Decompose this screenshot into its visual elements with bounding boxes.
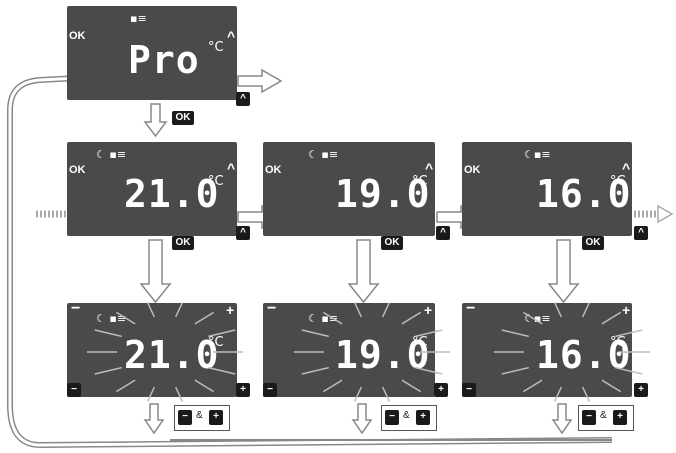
display-eco-edit: 19.0: [335, 333, 431, 377]
plus-button-icon: +: [613, 410, 627, 425]
arrow-down-bottom-3: [551, 403, 573, 435]
comfort-icon: ☾ ▪≡: [96, 312, 127, 325]
unit-celsius: °C: [412, 335, 428, 350]
screen-comfort: [67, 142, 237, 236]
unit-celsius: °C: [610, 174, 626, 189]
minus-button-icon: −: [462, 383, 476, 397]
screen-eco: [263, 142, 435, 236]
minus-label: −: [267, 300, 277, 317]
up-button-icon: ^: [634, 226, 648, 240]
display-eco: 19.0: [335, 172, 431, 216]
unit-celsius: °C: [412, 174, 428, 189]
plus-label: +: [424, 302, 433, 318]
unit-celsius: °C: [610, 335, 626, 350]
comfort-icon: ☾ ▪≡: [96, 148, 127, 161]
minus-button-icon: −: [582, 410, 596, 425]
minus-button-icon: −: [178, 410, 192, 425]
arrow-down-eco: [347, 239, 380, 304]
return-loop-arrow-inner: [8, 76, 613, 447]
arrow-down-bottom-2: [351, 403, 373, 435]
screen-program: [67, 6, 237, 100]
ok-label: OK: [265, 164, 282, 176]
display-comfort-edit: 21.0: [124, 333, 220, 377]
ok-label: OK: [69, 30, 86, 42]
ok-button-icon: OK: [381, 236, 403, 250]
up-label: ^: [425, 160, 434, 176]
up-button-icon: ^: [236, 226, 250, 240]
up-button-icon: ^: [436, 226, 450, 240]
minus-button-icon: −: [385, 410, 399, 425]
arrow-down-bottom-1: [143, 403, 165, 435]
plus-label: +: [622, 302, 631, 318]
ok-button-icon: OK: [172, 111, 194, 125]
minus-plus-combo-3: − & +: [578, 405, 634, 431]
night-icon: ☾▪≡: [524, 312, 551, 325]
amp-label: &: [403, 410, 410, 421]
amp-label: &: [600, 410, 607, 421]
ok-label: OK: [69, 164, 86, 176]
minus-plus-combo-2: − & +: [381, 405, 437, 431]
unit-celsius: °C: [208, 174, 224, 189]
display-night: 16.0: [536, 172, 632, 216]
eco-icon: ☾ ▪≡: [308, 148, 339, 161]
minus-label: −: [71, 300, 81, 317]
unit-celsius: °C: [208, 40, 224, 55]
minus-button-icon: −: [67, 383, 81, 397]
amp-label: &: [196, 410, 203, 421]
plus-button-icon: +: [236, 383, 250, 397]
plus-button-icon: +: [209, 410, 223, 425]
screen-night: [462, 142, 632, 236]
arrow-right-pro: [237, 68, 283, 94]
minus-label: −: [466, 300, 476, 317]
up-button-icon: ^: [236, 92, 250, 106]
ok-button-icon: OK: [172, 236, 194, 250]
display-program: Pro: [128, 38, 200, 82]
display-comfort: 21.0: [124, 172, 220, 216]
arrow-down-night: [547, 239, 580, 304]
minus-button-icon: −: [263, 383, 277, 397]
eco-icon: ☾ ▪≡: [308, 312, 339, 325]
up-label: ^: [227, 28, 236, 44]
display-night-edit: 16.0: [536, 333, 632, 377]
up-label: ^: [227, 160, 236, 176]
minus-plus-combo-1: − & +: [174, 405, 230, 431]
program-icon: ▪≡: [130, 12, 147, 25]
plus-button-icon: +: [416, 410, 430, 425]
plus-button-icon: +: [434, 383, 448, 397]
arrow-down-pro: [143, 103, 168, 138]
unit-celsius: °C: [208, 335, 224, 350]
up-label: ^: [622, 160, 631, 176]
night-icon: ☾▪≡: [524, 148, 551, 161]
ok-button-icon: OK: [582, 236, 604, 250]
dotted-arrow-out: [634, 204, 674, 224]
plus-button-icon: +: [634, 383, 648, 397]
ok-label: OK: [464, 164, 481, 176]
plus-label: +: [226, 302, 235, 318]
arrow-down-comfort: [139, 239, 172, 304]
